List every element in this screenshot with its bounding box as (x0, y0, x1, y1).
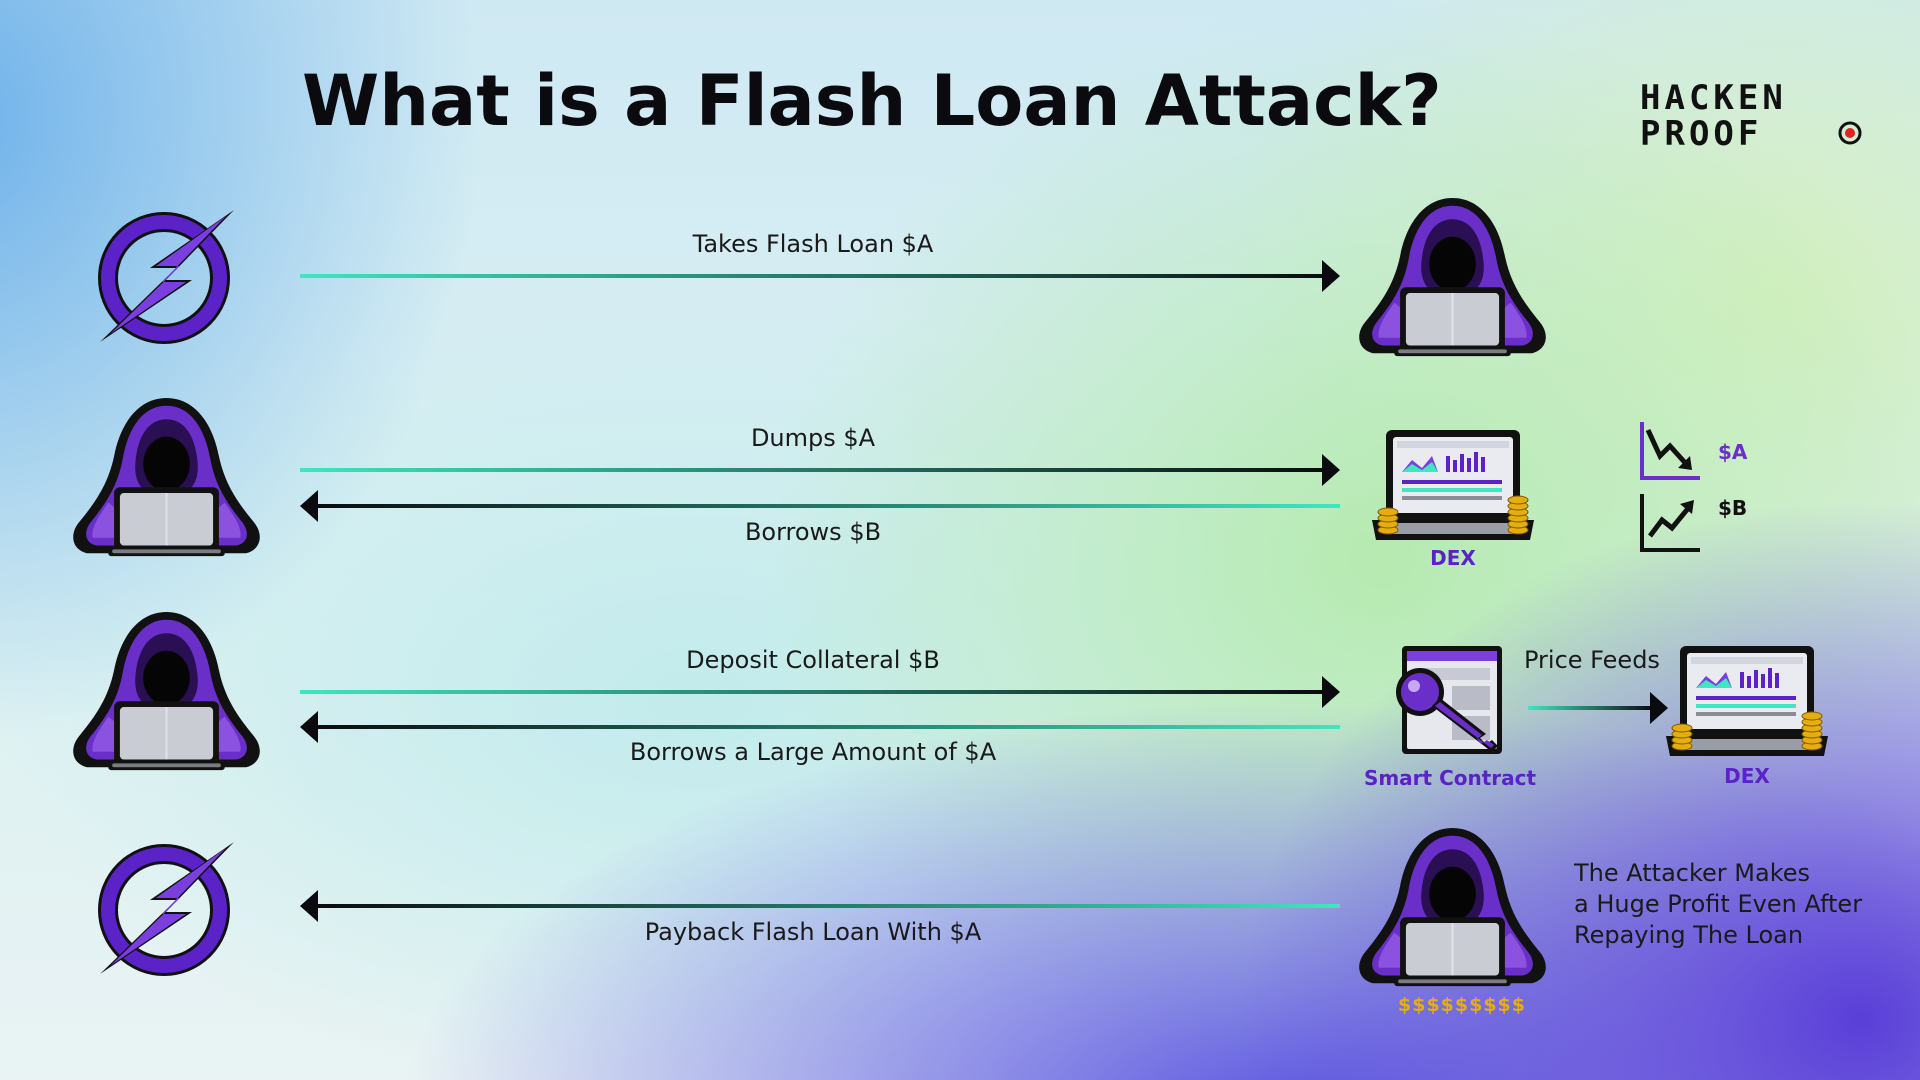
outcome-line-2: a Huge Profit Even After (1574, 890, 1863, 918)
step3-top-label: Deposit Collateral $B (686, 646, 940, 674)
arrow-right (300, 454, 1340, 486)
dex-laptop-icon (1662, 644, 1832, 764)
smart-contract-label: Smart Contract (1363, 766, 1537, 790)
outcome-line-3: Repaying The Loan (1574, 921, 1804, 949)
arrow-left (300, 890, 1340, 922)
hacker-icon (64, 396, 269, 561)
hacker-icon (1350, 826, 1555, 991)
flash-loan-icon (96, 206, 236, 346)
arrow-left (300, 490, 1340, 522)
page-title: What is a Flash Loan Attack? (302, 60, 1442, 142)
step3-bottom-label: Borrows a Large Amount of $A (629, 738, 997, 766)
arrow-right (300, 260, 1340, 292)
arrow-right (300, 676, 1340, 708)
logo-line-2: PROOF (1640, 114, 1763, 154)
flash-loan-icon (96, 838, 236, 978)
dex-label: DEX (1724, 764, 1770, 788)
step1-label: Takes Flash Loan $A (692, 230, 934, 258)
logo-line-1: HACKEN (1640, 78, 1787, 118)
trend-down-icon (1640, 422, 1700, 480)
price-feed-arrow (1528, 692, 1668, 724)
trend-up-label: $B (1718, 496, 1748, 520)
step2-top-label: Dumps $A (750, 424, 876, 452)
hackenproof-logo: HACKEN PROOF (1640, 78, 1862, 154)
logo-record-icon (1838, 121, 1862, 145)
price-feeds-label: Price Feeds (1524, 646, 1660, 674)
profit-outcome: The Attacker Makes a Huge Profit Even Af… (1574, 858, 1862, 951)
trend-up-icon (1640, 494, 1700, 552)
dex-laptop-icon (1368, 428, 1538, 548)
profit-money: $$$$$$$$$ (1398, 994, 1526, 1016)
hacker-icon (1350, 196, 1555, 361)
smart-contract-icon (1388, 644, 1508, 764)
step2-bottom-label: Borrows $B (744, 518, 882, 546)
arrow-left (300, 711, 1340, 743)
hacker-icon (64, 610, 269, 775)
dex-label: DEX (1430, 546, 1476, 570)
trend-down-label: $A (1718, 440, 1748, 464)
step4-label: Payback Flash Loan With $A (644, 918, 982, 946)
outcome-line-1: The Attacker Makes (1574, 859, 1811, 887)
